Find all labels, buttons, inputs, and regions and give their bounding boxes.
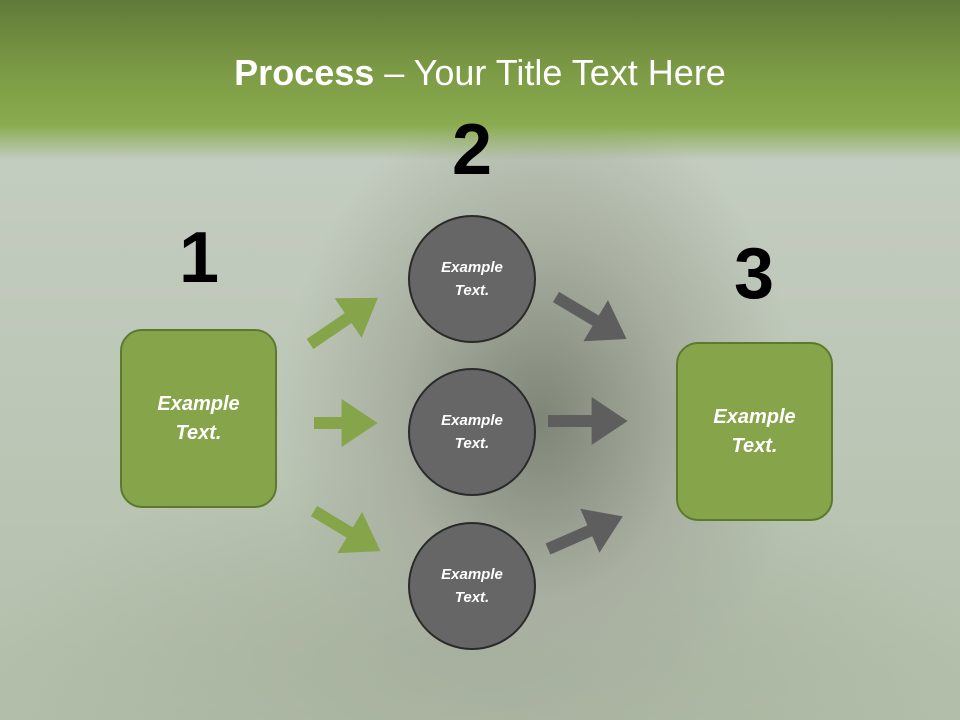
step-2-circle-top: Example Text. bbox=[408, 215, 536, 343]
arrow-1-to-bottom bbox=[310, 505, 381, 554]
step-2-circle-bottom: Example Text. bbox=[408, 522, 536, 650]
step-1-text: Example Text. bbox=[157, 392, 240, 444]
step-1-box: Example Text. bbox=[120, 329, 277, 508]
title-banner bbox=[0, 0, 960, 160]
arrow-bottom-to-3 bbox=[545, 508, 623, 555]
circle-middle-text: Example Text. bbox=[441, 412, 503, 452]
circle-top-text: Example Text. bbox=[441, 259, 503, 299]
step-3-box: Example Text. bbox=[676, 342, 833, 521]
arrow-1-to-top bbox=[306, 297, 378, 349]
arrow-top-to-3 bbox=[552, 291, 627, 342]
step-number-1: 1 bbox=[178, 218, 220, 298]
step-3-text: Example Text. bbox=[713, 405, 796, 457]
step-2-circle-middle: Example Text. bbox=[408, 368, 536, 496]
circle-bottom-text: Example Text. bbox=[441, 566, 503, 606]
step-number-2: 2 bbox=[451, 110, 493, 190]
title-bold: Process bbox=[234, 52, 375, 93]
slide-title: Process – Your Title Text Here bbox=[0, 52, 960, 94]
step-number-3: 3 bbox=[733, 234, 775, 314]
title-rest: – Your Title Text Here bbox=[374, 52, 726, 93]
